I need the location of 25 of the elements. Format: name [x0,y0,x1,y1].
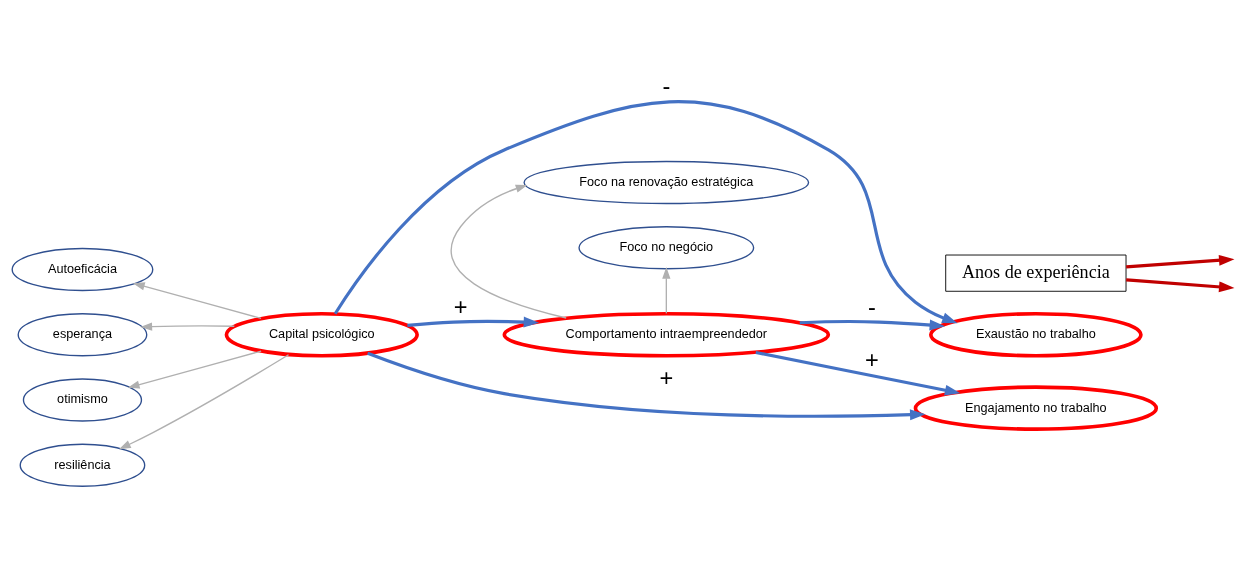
arrow [799,319,946,331]
node-ellipse: Foco na renovação estratégica [523,160,810,205]
arrow [1126,254,1235,269]
arrow [132,282,262,319]
node-ellipse: esperança [17,313,148,357]
arrow [407,316,540,328]
arrow [662,267,671,315]
edge-label: - [662,73,671,100]
arrow [755,350,961,396]
edge-label: + [659,365,674,392]
node-ellipse: Comportamento intraempreendedor [502,311,831,358]
arrow [333,100,958,324]
arrow [1126,278,1235,293]
edge-label: + [453,293,468,320]
node-ellipse: Capital psicológico [224,311,419,358]
arrow [119,354,290,450]
node-ellipse: Foco no negócio [578,226,755,270]
node-ellipse: resiliência [19,443,146,487]
arrow [450,184,567,319]
node-box: Anos de experiência [945,254,1127,292]
arrow [140,322,235,331]
arrow [127,350,262,389]
arrow [367,351,926,421]
edge-label: - [868,293,876,320]
edge-label: + [865,347,879,374]
